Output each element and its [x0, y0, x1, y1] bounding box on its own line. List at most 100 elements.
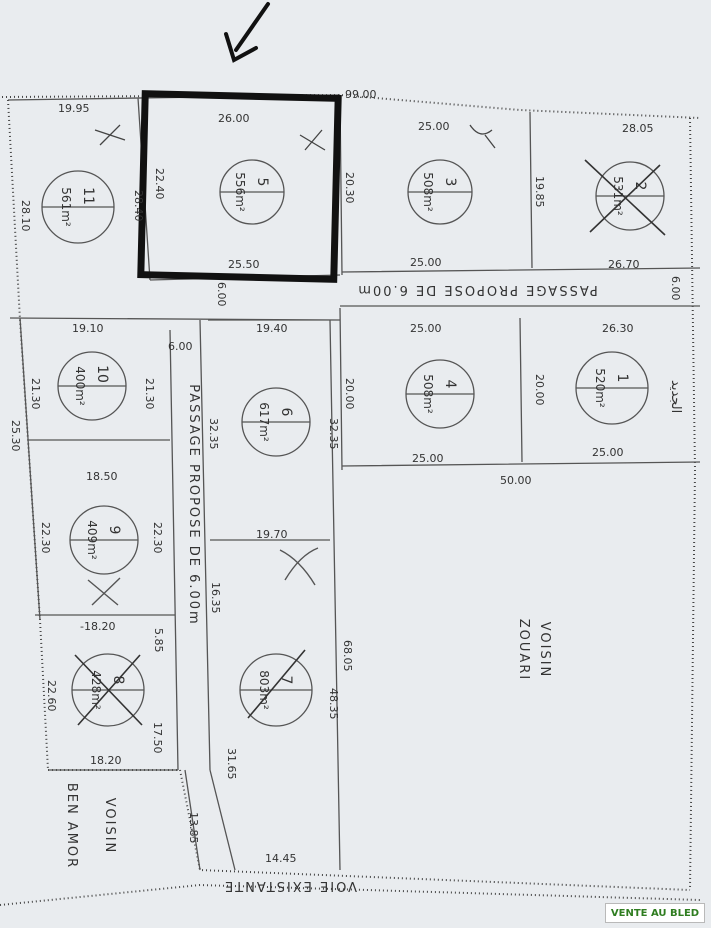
dim-1635: 16.35	[209, 582, 222, 614]
lot-9-area: 409m²	[85, 520, 99, 560]
dim-2230-b: 22.30	[151, 522, 164, 554]
voisin-ben-amor: VOISIN BEN AMOR	[64, 783, 117, 869]
lot-2-area: 531m²	[611, 176, 625, 216]
dim-3235-a: 32.35	[207, 418, 220, 450]
boundary-hatch-right	[689, 117, 697, 891]
lot-1-area: 520m²	[593, 368, 607, 408]
lot-11: 11 561m²	[41, 170, 115, 244]
lot-2-number: 2	[632, 182, 648, 191]
lot-7-area: 803m²	[257, 670, 271, 710]
lot-6: 6 617m²	[241, 387, 311, 457]
voie-existante-label: VOIE EXISTANTE	[223, 878, 357, 893]
lot-3: 3 508m²	[407, 159, 473, 225]
boundary-hatch-road	[0, 883, 701, 906]
dim-2630: 26.30	[602, 322, 634, 335]
boundary-hatch-top	[1, 93, 701, 119]
voisin-zouari-line1: VOISIN	[537, 622, 552, 679]
lot-10-area: 400m²	[73, 366, 87, 406]
dim-3235-b: 32.35	[327, 418, 340, 450]
dim-2130-b: 21.30	[143, 378, 156, 410]
dim-top-99: 99.00	[345, 88, 377, 101]
dim-600-a: 6.00	[215, 282, 228, 307]
lot-1-number: 1	[614, 374, 630, 383]
dim-2805: 28.05	[622, 122, 654, 135]
lot-9-x-mark	[87, 577, 121, 606]
dim-6805: 68.05	[341, 640, 354, 672]
lot-5-highlight	[137, 90, 342, 283]
lot-4: 4 508m²	[405, 359, 475, 429]
dim-1970: 19.70	[256, 528, 288, 541]
voisin-zouari-line2: ZOUARI	[516, 619, 531, 681]
dim-1385: 13.85	[187, 812, 200, 844]
hand-mark-scribble-5	[299, 129, 326, 151]
lot-8-cross-mark	[74, 654, 143, 726]
lot-5-number: 5	[254, 178, 270, 187]
dim-2500-b: 25.00	[410, 322, 442, 335]
hand-mark-scribble-11	[94, 124, 126, 146]
lot-2: 2 531m²	[584, 159, 666, 236]
dim-1820: -18.20	[80, 620, 115, 633]
dim-2600: 26.00	[218, 112, 250, 125]
lot-3-number: 3	[442, 178, 458, 187]
dim-2500-d: 25.00	[592, 446, 624, 459]
voisin-zouari: VOISIN ZOUARI	[516, 619, 552, 681]
dim-600-b: 6.00	[669, 276, 682, 301]
lot-4-number: 4	[442, 380, 458, 389]
boundary-hatch-left	[7, 99, 49, 771]
dim-1445: 14.45	[265, 852, 297, 865]
dim-2810: 28.10	[19, 200, 32, 232]
lot-3-area: 508m²	[421, 172, 435, 212]
pointer-arrow	[224, 2, 270, 63]
lot-7-cross-mark	[247, 649, 306, 719]
dim-2260: 22.60	[45, 680, 58, 712]
lot-7-number: 7	[278, 676, 294, 685]
dim-2030: 20.30	[343, 172, 356, 204]
lot-7: 7 803m²	[239, 649, 313, 727]
dim-2550: 25.50	[228, 258, 260, 271]
handwritten-annotation: الجديد	[668, 380, 683, 413]
dim-2000-b: 20.00	[533, 374, 546, 406]
lot-11-number: 11	[80, 187, 96, 205]
hand-mark-alpha	[469, 124, 496, 149]
lot-9-number: 9	[106, 526, 122, 535]
dim-1750: 17.50	[151, 722, 164, 754]
dim-2500-mid: 25.00	[410, 256, 442, 269]
dim-1940: 19.40	[256, 322, 288, 335]
voisin-ben-amor-line2: BEN AMOR	[64, 783, 79, 869]
dim-3165: 31.65	[225, 748, 238, 780]
lot-1: 1 520m²	[575, 351, 649, 425]
dim-2240: 22.40	[153, 168, 166, 200]
dim-2500-top: 25.00	[418, 120, 450, 133]
dim-585: 5.85	[152, 628, 165, 653]
lot-5: 5 556m²	[219, 159, 285, 225]
dim-1820-b: 18.20	[90, 754, 122, 767]
voisin-ben-amor-line1: VOISIN	[102, 798, 117, 855]
dim-1910: 19.10	[72, 322, 104, 335]
watermark-badge: VENTE AU BLED	[605, 903, 705, 923]
lot-2-cross-mark	[584, 159, 666, 236]
dim-1995: 19.95	[58, 102, 90, 115]
dim-2000-a: 20.00	[343, 378, 356, 410]
passage-horizontal-label: PASSAGE PROPOSE DE 6.00m	[356, 282, 597, 297]
dim-2530: 25.30	[9, 420, 22, 452]
dim-5000: 50.00	[500, 474, 532, 487]
lot-6-number: 6	[278, 408, 294, 417]
lot-8: 8 428m²	[71, 653, 145, 727]
dim-2670: 26.70	[608, 258, 640, 271]
dim-2130-a: 21.30	[29, 378, 42, 410]
dim-2500-c: 25.00	[412, 452, 444, 465]
lot-11-area: 561m²	[59, 187, 73, 227]
lot-6-area: 617m²	[257, 402, 271, 442]
lot-5-area: 556m²	[233, 172, 247, 212]
dim-600-c: 6.00	[168, 340, 193, 353]
hand-mark-x-lot6	[279, 547, 319, 586]
lot-10: 10 400m²	[57, 351, 127, 421]
dim-2230-a: 22.30	[39, 522, 52, 554]
lot-10-number: 10	[94, 365, 110, 383]
lot-4-area: 508m²	[421, 374, 435, 414]
dim-1985: 19.85	[533, 176, 546, 208]
dim-4835: 48.35	[327, 688, 340, 720]
passage-vertical-label: PASSAGE PROPOSE DE 6.00m	[186, 384, 201, 625]
